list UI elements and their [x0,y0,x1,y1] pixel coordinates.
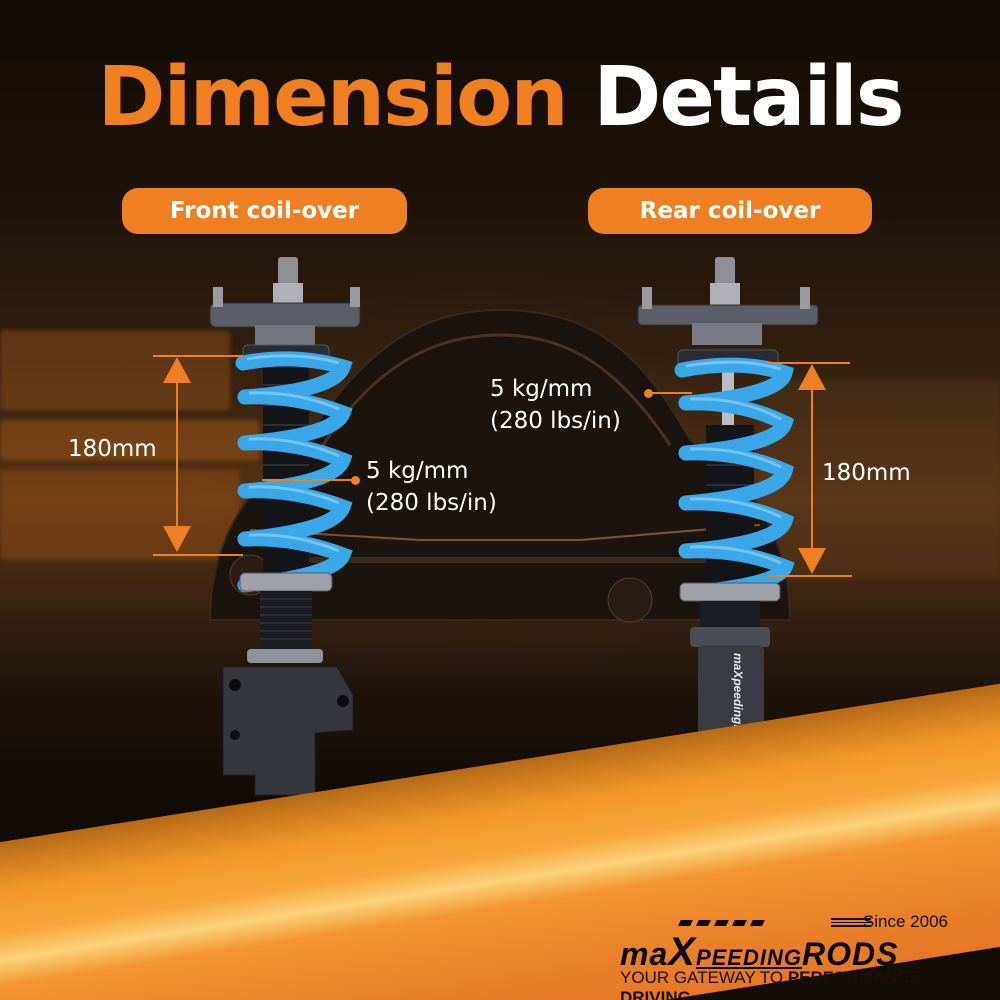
logo-since: Since 2006 [862,912,948,931]
title-word-dimension: Dimension [97,50,568,145]
rear-dim-top-line [768,362,850,364]
tagline-bold: PERFORMANCE DRIVING [620,968,921,1000]
tagline-light: YOUR GATEWAY TO [620,968,788,987]
page-title: Dimension Details [0,48,1000,148]
rear-coilover-badge: Rear coil-over [588,188,872,234]
logo-rods: RODS [801,936,899,972]
speed-lines-icon [831,918,871,932]
logo-ma: ma [620,936,669,972]
bg-light-streak [0,420,260,460]
bg-light-streak [0,470,240,560]
rear-dim-vertical-line [811,380,813,560]
rear-spring-rate-imperial: (280 lbs/in) [490,408,621,434]
logo-tagline: YOUR GATEWAY TO PERFORMANCE DRIVING [620,968,954,1000]
front-dim-top-line [153,355,243,357]
rear-dimension-label: 180mm [822,460,911,486]
front-dim-vertical-line [176,370,178,540]
rear-dim-arrow-down-icon [798,548,826,574]
front-spring-rate-imperial: (280 lbs/in) [366,490,497,516]
bg-light-streak [0,330,230,410]
rear-dim-bottom-line [768,575,852,577]
brand-logo: Since 2006 maXPEEDINGRODS YOUR GATEWAY T… [618,912,954,1000]
rear-spring-rate: 5 kg/mm [490,376,593,402]
front-spring-rate: 5 kg/mm [366,458,469,484]
rear-coilover-image: maXpeedingRODS [637,257,819,789]
bg-light-streak [760,380,1000,580]
rear-dim-arrow-up-icon [798,364,826,390]
front-callout-line [262,479,354,481]
logo-x: X [668,930,696,974]
front-coilover-image [209,257,361,796]
rear-callout-line [650,392,692,394]
front-dim-arrow-up-icon [163,357,191,383]
rear-callout-dot [644,389,653,398]
front-callout-dot [351,476,360,485]
front-coilover-badge: Front coil-over [122,188,407,234]
front-dimension-label: 180mm [68,436,157,462]
logo-peeding: PEEDING [695,945,802,970]
logo-wordmark: maXPEEDINGRODS [620,930,898,975]
front-dim-arrow-down-icon [163,526,191,552]
title-word-details: Details [593,50,904,145]
front-dim-bottom-line [153,554,243,556]
